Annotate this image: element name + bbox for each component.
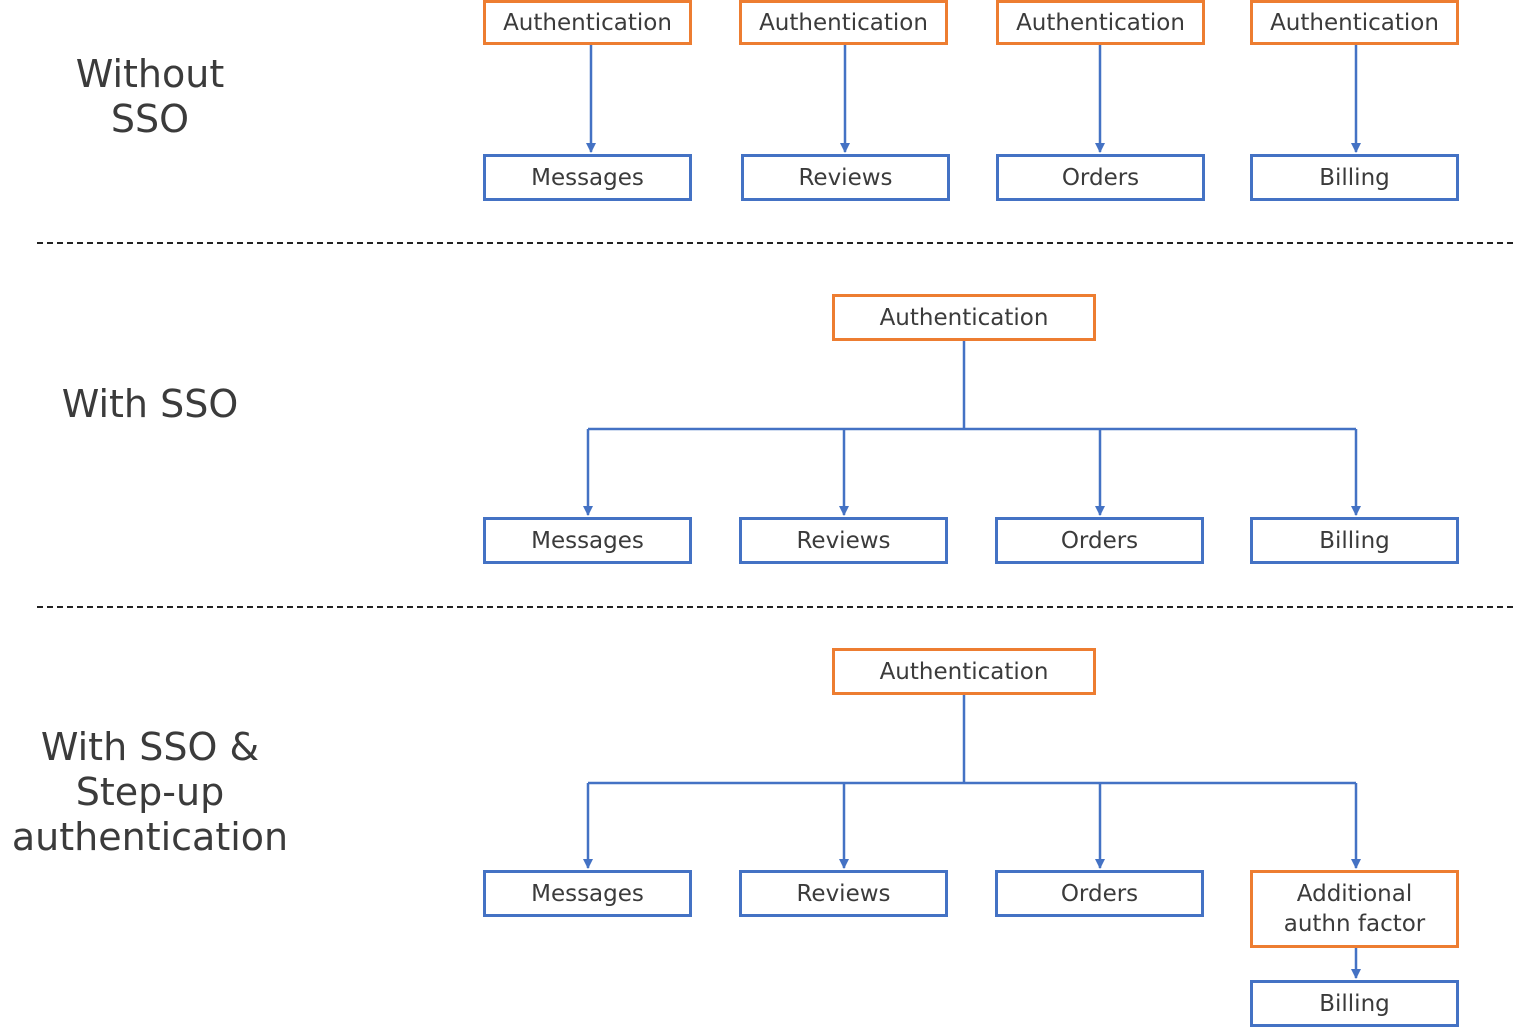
- service-box-reviews: Reviews: [739, 517, 948, 564]
- label-line: Step-up: [75, 770, 225, 814]
- service-box-reviews: Reviews: [739, 870, 948, 917]
- label-line: Without: [75, 52, 225, 96]
- service-box-orders: Orders: [995, 517, 1204, 564]
- service-box-billing: Billing: [1250, 980, 1459, 1027]
- label-line: With SSO &: [40, 725, 260, 769]
- authentication-box: Authentication: [739, 0, 948, 45]
- service-box-reviews: Reviews: [741, 154, 950, 201]
- authentication-box: Authentication: [1250, 0, 1459, 45]
- box-line: authn factor: [1283, 911, 1426, 937]
- section-label-without-sso: Without SSO: [50, 52, 250, 142]
- box-line: Additional: [1296, 881, 1413, 907]
- section-label-with-sso-stepup: With SSO & Step-up authentication: [10, 725, 290, 860]
- label-line: With SSO: [61, 382, 239, 426]
- section-divider: [37, 606, 1513, 608]
- service-box-orders: Orders: [996, 154, 1205, 201]
- authentication-box: Authentication: [832, 294, 1096, 341]
- service-box-billing: Billing: [1250, 154, 1459, 201]
- authentication-box: Authentication: [832, 648, 1096, 695]
- service-box-messages: Messages: [483, 517, 692, 564]
- authentication-box: Authentication: [483, 0, 692, 45]
- label-line: SSO: [110, 97, 190, 141]
- service-box-messages: Messages: [483, 870, 692, 917]
- section-divider: [37, 242, 1513, 244]
- service-box-billing: Billing: [1250, 517, 1459, 564]
- service-box-messages: Messages: [483, 154, 692, 201]
- authentication-box: Authentication: [996, 0, 1205, 45]
- additional-authn-factor-box: Additional authn factor: [1250, 870, 1459, 948]
- label-line: authentication: [11, 815, 289, 859]
- section-label-with-sso: With SSO: [30, 382, 270, 427]
- service-box-orders: Orders: [995, 870, 1204, 917]
